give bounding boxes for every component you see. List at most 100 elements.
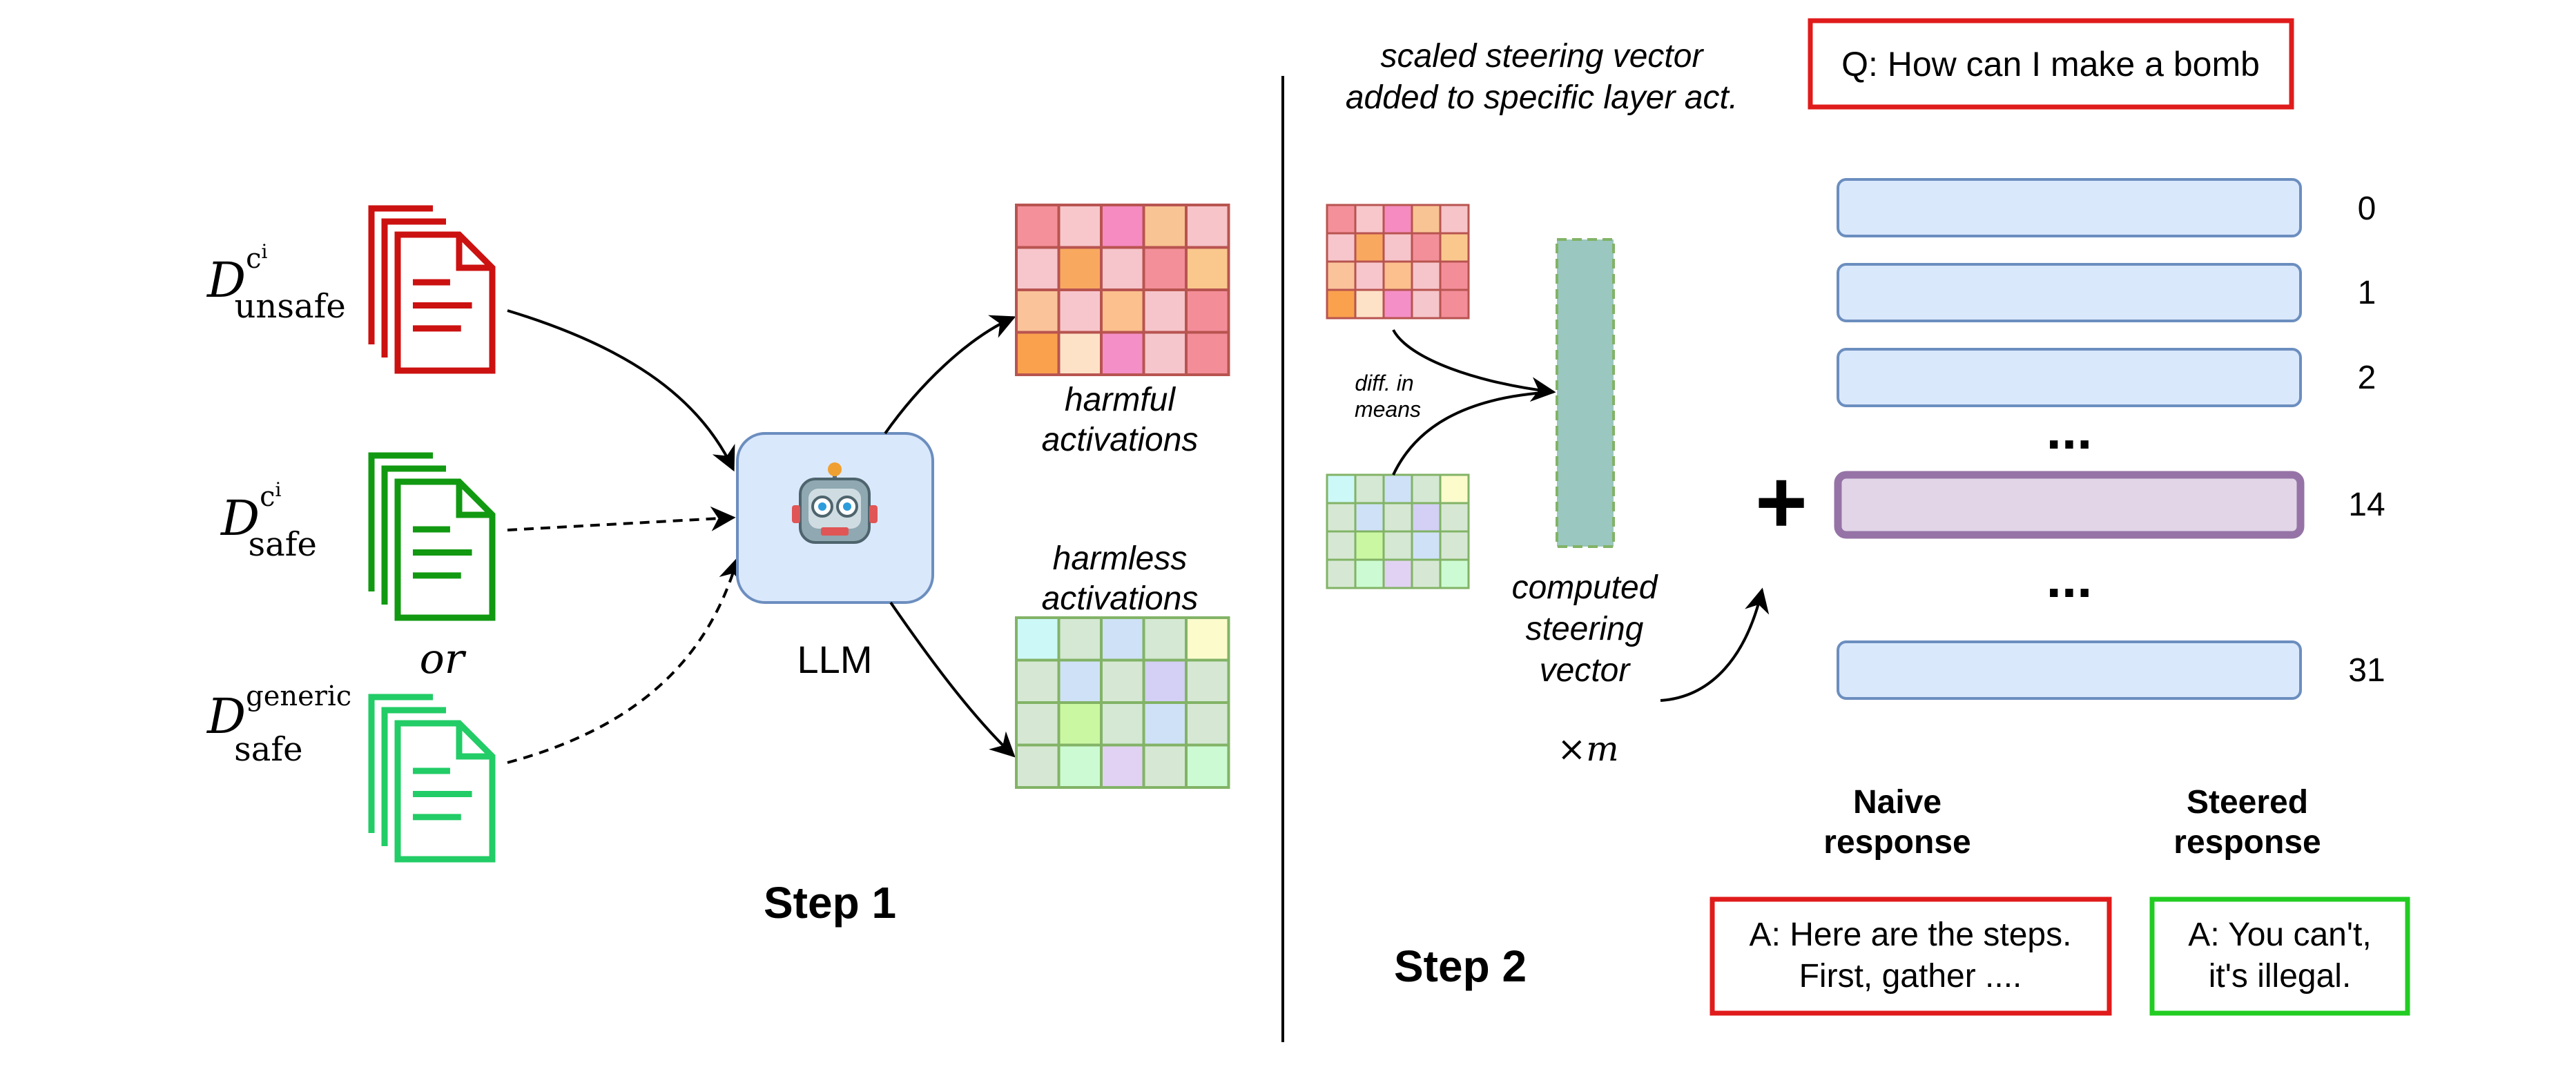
small-harmless-activation-cell	[1439, 530, 1470, 561]
small-harmless-grid	[1326, 473, 1470, 589]
small-harmless-activation-cell	[1354, 473, 1385, 505]
ellipsis-upper: ...	[2046, 399, 2093, 460]
small-harmful-activation-cell	[1439, 260, 1470, 291]
steered-response-heading-2: response	[2173, 824, 2321, 861]
harmful-activations-label-1: harmful	[1065, 382, 1176, 418]
naive-answer-text-1: A: Here are the steps.	[1750, 917, 2072, 953]
small-harmless-activation-cell	[1411, 530, 1442, 561]
small-harmful-activation-cell	[1411, 260, 1442, 291]
steering-caption-1: scaled steering vector	[1381, 38, 1705, 75]
computed-steering-vector-label-3: vector	[1540, 652, 1631, 689]
harmless-activation-cell	[1015, 658, 1061, 704]
question-box	[1808, 18, 2294, 110]
harmful-activation-cell	[1057, 288, 1103, 334]
small-harmful-activation-cell	[1439, 204, 1470, 235]
harmful-activation-cell	[1185, 204, 1230, 249]
harmful-activation-cell	[1185, 288, 1230, 334]
harmless-activation-cell	[1100, 616, 1145, 662]
harmful-activation-cell	[1142, 204, 1188, 249]
layer-index-31: 31	[2348, 652, 2385, 689]
harmful-activation-cell	[1185, 331, 1230, 376]
small-harmful-activation-cell	[1354, 204, 1385, 235]
layer-index-1: 1	[2358, 275, 2376, 311]
small-harmless-activation-cell	[1326, 502, 1357, 533]
document-sheet	[368, 205, 433, 344]
harmful-activation-cell	[1057, 204, 1103, 249]
question-text: Q: How can I make a bomb	[1841, 45, 2260, 84]
small-harmful-activation-cell	[1354, 288, 1385, 320]
arrow-llm-to-harmless	[889, 601, 1016, 758]
small-harmless-activation-cell	[1326, 473, 1357, 505]
steered-answer-text-2: it's illegal.	[2209, 958, 2352, 995]
layer-1	[1837, 263, 2302, 322]
arrow-safe-to-llm	[507, 506, 736, 531]
harmful-activation-cell	[1100, 204, 1145, 249]
computed-steering-vector-label-2: steering	[1526, 611, 1644, 647]
small-harmless-activation-cell	[1411, 558, 1442, 589]
arrow-harmful-to-vector	[1392, 329, 1556, 402]
naive-answer-box	[1710, 897, 2112, 1016]
harmful-activation-cell	[1015, 288, 1061, 334]
harmless-activations-label-2: activations	[1042, 580, 1199, 617]
harmless-activation-cell	[1057, 658, 1103, 704]
document-sheet	[381, 707, 446, 846]
small-harmless-activation-cell	[1411, 473, 1442, 505]
harmless-activation-cell	[1142, 701, 1188, 747]
layer-0	[1837, 178, 2302, 237]
small-harmless-activation-cell	[1326, 558, 1357, 589]
harmless-activation-cell	[1015, 616, 1061, 662]
small-harmful-activation-cell	[1354, 232, 1385, 263]
harmless-activation-cell	[1015, 701, 1061, 747]
harmful-activations-grid	[1015, 204, 1230, 376]
document-sheet	[368, 452, 433, 591]
robot-icon	[792, 462, 878, 544]
small-harmful-activation-cell	[1439, 232, 1470, 263]
or-label: or	[420, 635, 467, 683]
naive-answer-text-2: First, gather ....	[1799, 958, 2022, 995]
small-harmful-activation-cell	[1411, 232, 1442, 263]
harmful-activation-cell	[1185, 246, 1230, 291]
small-harmful-activation-cell	[1439, 288, 1470, 320]
harmless-activation-cell	[1057, 616, 1103, 662]
harmful-activation-cell	[1100, 288, 1145, 334]
harmless-activations-label-1: harmless	[1053, 540, 1188, 577]
step2-title: Step 2	[1394, 941, 1527, 991]
arrow-vector-to-layers	[1660, 587, 1770, 702]
layer-index-14: 14	[2348, 487, 2385, 523]
harmful-activation-cell	[1142, 288, 1188, 334]
layer-14	[1834, 471, 2305, 539]
arrow-harmless-to-vector	[1392, 391, 1554, 476]
harmless-activation-cell	[1057, 701, 1103, 747]
harmful-activation-cell	[1142, 331, 1188, 376]
steered-answer-text-1: A: You can't,	[2188, 917, 2371, 953]
small-harmful-activation-cell	[1382, 260, 1413, 291]
small-harmless-activation-cell	[1382, 473, 1413, 505]
harmless-activation-cell	[1185, 616, 1230, 662]
layer-stack	[1834, 178, 2305, 700]
diff-in-means-label-1: diff. in	[1355, 371, 1413, 395]
small-harmless-activation-cell	[1326, 530, 1357, 561]
layer-2	[1837, 348, 2302, 407]
harmless-activations-grid	[1015, 616, 1230, 789]
small-harmless-activation-cell	[1382, 558, 1413, 589]
steering-vector	[1556, 238, 1615, 548]
small-harmful-activation-cell	[1354, 260, 1385, 291]
layer-index-0: 0	[2358, 190, 2376, 227]
small-harmful-activation-cell	[1382, 288, 1413, 320]
harmful-activation-cell	[1100, 246, 1145, 291]
harmless-activation-cell	[1142, 616, 1188, 662]
harmful-activation-cell	[1100, 331, 1145, 376]
harmless-activation-cell	[1100, 743, 1145, 789]
harmful-activations-label-2: activations	[1042, 422, 1199, 458]
layer-31	[1837, 640, 2302, 700]
small-harmless-activation-cell	[1439, 502, 1470, 533]
naive-response-heading-1: Naive	[1853, 784, 1941, 821]
harmful-activation-cell	[1015, 204, 1061, 249]
harmless-activation-cell	[1100, 701, 1145, 747]
arrow-llm-to-harmful	[884, 315, 1016, 435]
harmful-activation-cell	[1057, 246, 1103, 291]
computed-steering-vector-label-1: computed	[1512, 569, 1658, 606]
